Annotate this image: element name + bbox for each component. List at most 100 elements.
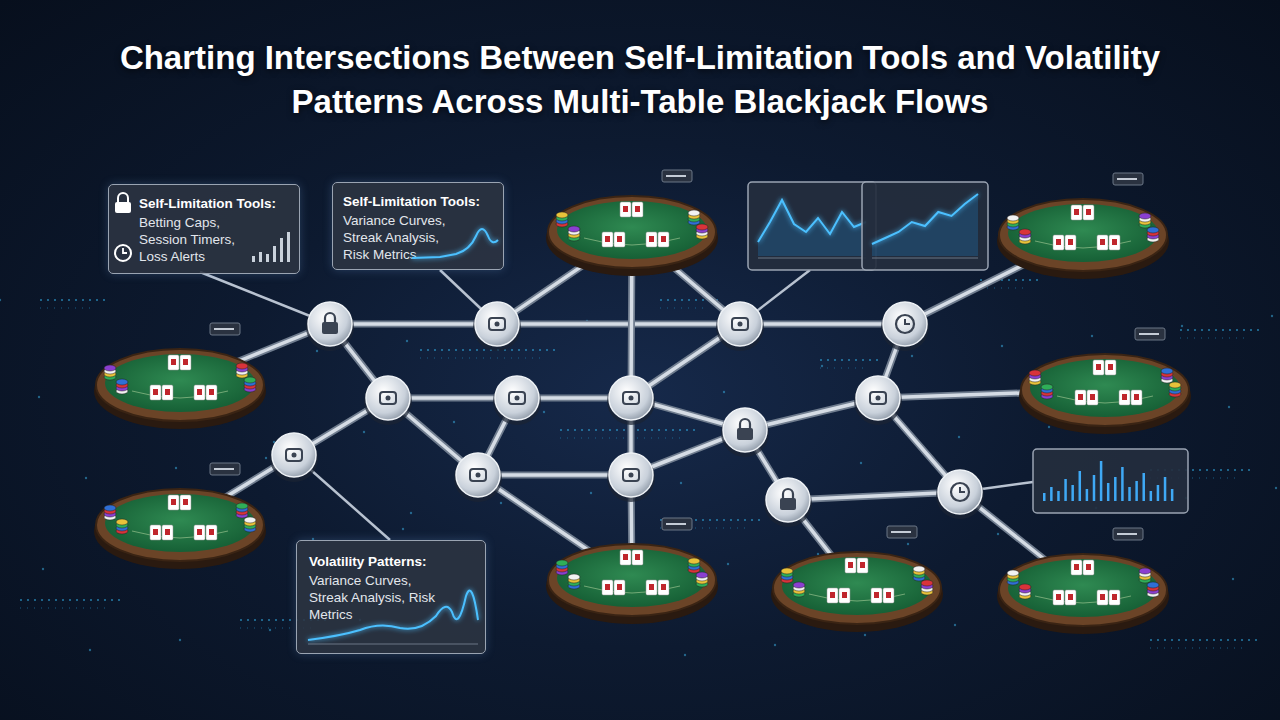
data-dot	[175, 467, 177, 469]
table-rim	[773, 552, 941, 624]
data-stream	[40, 307, 95, 309]
playing-card	[620, 550, 631, 565]
chip-stack	[1147, 227, 1159, 233]
hub-shadow	[270, 434, 318, 482]
chart-bar	[1086, 489, 1089, 501]
chip-stack	[1139, 568, 1151, 574]
card-pip	[1056, 594, 1061, 600]
playing-card	[1109, 235, 1120, 250]
hub-shadow	[454, 454, 502, 502]
data-dot	[1048, 426, 1050, 428]
chart-bar	[1107, 483, 1110, 501]
hub-node	[308, 302, 352, 346]
chart-bar	[1171, 489, 1174, 501]
chart-bar	[1121, 467, 1124, 501]
table-felt	[782, 557, 932, 615]
playing-card	[150, 525, 161, 540]
chip-stack	[1161, 368, 1173, 374]
data-stream	[1150, 647, 1245, 649]
chart-bar	[1128, 487, 1131, 501]
playing-card	[168, 355, 179, 370]
card-pip	[649, 236, 654, 242]
card-pip	[1090, 394, 1095, 400]
data-dot	[958, 436, 960, 438]
card-pip	[1056, 239, 1061, 245]
chart-bar	[1043, 493, 1046, 501]
playing-card	[162, 385, 173, 400]
data-dot	[1271, 315, 1273, 317]
chip-stack	[688, 210, 700, 216]
chart-bar	[1064, 479, 1067, 501]
playing-card	[614, 232, 625, 247]
playing-card	[206, 525, 217, 540]
status-panel	[210, 323, 240, 335]
chart-panel	[748, 182, 876, 270]
callout-heading: Volatility Patterns:	[309, 553, 479, 570]
data-dot	[89, 649, 91, 651]
chip-stack	[116, 379, 128, 385]
card-pip	[649, 584, 654, 590]
hub-icon	[870, 392, 886, 404]
chip-stack	[688, 558, 700, 564]
hub-icon	[876, 396, 881, 401]
card-pip	[605, 584, 610, 590]
playing-card	[658, 232, 669, 247]
chart-area	[872, 194, 978, 256]
chart-bar	[1071, 485, 1074, 501]
data-dot	[1001, 345, 1003, 347]
callout-heading: Self-Limitation Tools:	[343, 193, 497, 210]
network-link	[330, 322, 497, 326]
hub-icon	[623, 392, 639, 404]
chip-stack	[913, 566, 925, 572]
card-pip	[886, 592, 891, 598]
hub-icon	[476, 473, 481, 478]
chart-bar	[1100, 461, 1103, 501]
playing-card	[871, 588, 882, 603]
card-pip	[1100, 239, 1105, 245]
data-dot	[821, 365, 823, 367]
playing-card	[1065, 590, 1076, 605]
playing-card	[1065, 235, 1076, 250]
data-dot	[1091, 335, 1093, 337]
card-pip	[209, 529, 214, 535]
network-link	[740, 321, 905, 328]
card-pip	[605, 236, 610, 242]
playing-card	[1083, 560, 1094, 575]
clock-icon	[905, 319, 910, 324]
card-pip	[1112, 239, 1117, 245]
card-pip	[153, 529, 158, 535]
chart-bar	[1057, 491, 1060, 501]
hub-node	[272, 433, 316, 477]
hub-shadow	[306, 303, 354, 351]
status-panel	[662, 518, 692, 530]
hub-node	[456, 453, 500, 497]
chip-stack	[556, 212, 568, 218]
card-pip	[183, 359, 188, 365]
data-dot	[363, 431, 365, 433]
chip-stack	[1029, 370, 1041, 376]
title-rule	[130, 132, 1150, 134]
data-dot	[42, 568, 44, 570]
status-bar	[1139, 333, 1159, 335]
card-pip	[860, 562, 865, 568]
hub-shadow	[854, 377, 902, 425]
chip-stack	[1019, 584, 1031, 590]
playing-card	[883, 588, 894, 603]
data-dot	[590, 492, 592, 494]
data-dot	[1275, 487, 1277, 489]
data-dot	[774, 644, 776, 646]
callout-heading: Self-Limitation Tools:	[139, 195, 293, 212]
playing-card	[206, 385, 217, 400]
hub-icon	[629, 396, 634, 401]
playing-card	[150, 385, 161, 400]
data-dot	[911, 355, 913, 357]
playing-card	[632, 550, 643, 565]
status-bar	[891, 531, 911, 533]
card-pip	[1134, 394, 1139, 400]
network-link	[330, 321, 497, 328]
playing-card	[658, 580, 669, 595]
playing-card	[1097, 590, 1108, 605]
callout-body: Betting Caps, Session Timers, Loss Alert…	[139, 214, 241, 265]
table-felt	[105, 354, 255, 412]
status-panel	[210, 463, 240, 475]
